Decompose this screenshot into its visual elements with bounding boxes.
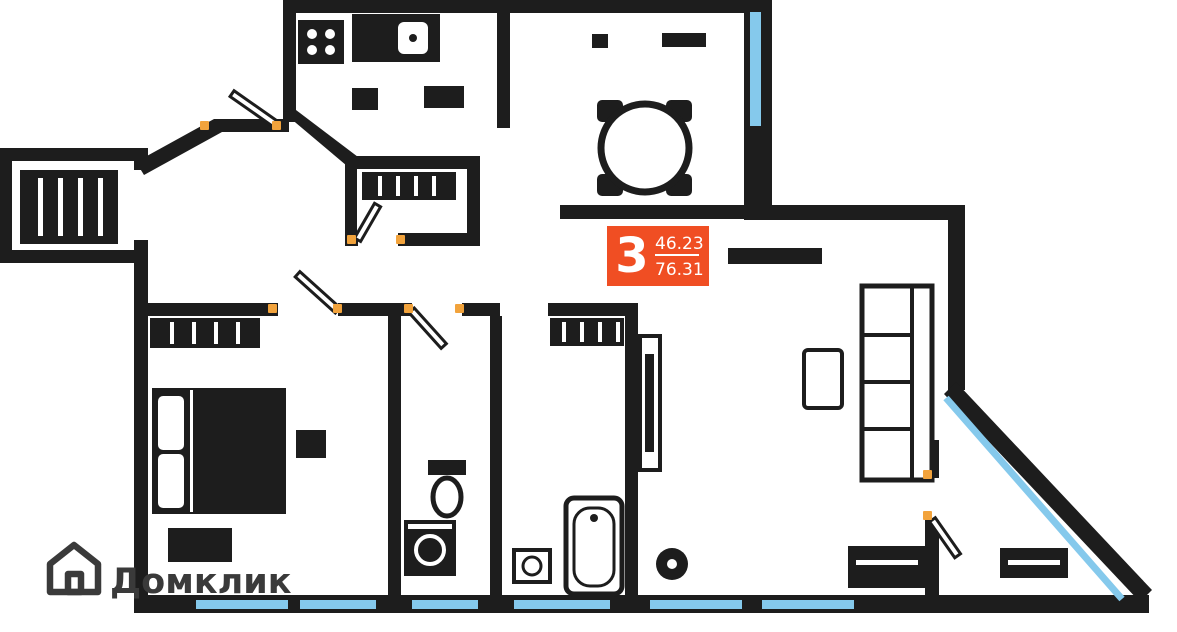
bathroom-cabinet xyxy=(550,318,624,346)
dining-table xyxy=(597,100,693,196)
wall-shelf xyxy=(662,33,706,47)
entry-wardrobe xyxy=(20,170,118,244)
room-count: 3 xyxy=(615,228,648,284)
hall-closet xyxy=(362,172,456,200)
wall-lamp xyxy=(592,34,608,48)
bathtub xyxy=(563,495,625,597)
living-area-value: 46.23 xyxy=(655,234,704,254)
sideboard xyxy=(728,248,822,264)
desk xyxy=(848,546,926,588)
door-markers xyxy=(200,121,932,520)
window-top-right xyxy=(750,12,761,126)
dresser xyxy=(168,528,232,562)
windows xyxy=(196,12,1125,609)
walls xyxy=(0,0,1152,613)
domklik-logo-text: Домклик xyxy=(110,562,292,602)
tv-unit xyxy=(638,334,662,472)
furniture xyxy=(20,14,1068,597)
domklik-logo: Домклик xyxy=(46,541,292,602)
balcony-bench xyxy=(1000,548,1068,578)
window-balcony-diagonal xyxy=(943,395,1125,602)
domklik-house-icon xyxy=(46,541,102,596)
bedroom-wardrobe xyxy=(150,318,260,348)
nightstand xyxy=(296,430,326,458)
sink xyxy=(512,548,552,584)
bed xyxy=(152,388,286,514)
total-area-value: 76.31 xyxy=(655,260,704,280)
washing-machine xyxy=(404,520,456,576)
coffee-table xyxy=(802,348,844,410)
kitchen-counter xyxy=(298,14,464,110)
pouf xyxy=(656,548,688,580)
sofa xyxy=(859,283,935,483)
area-badge: 3 46.23 76.31 xyxy=(607,226,709,286)
toilet xyxy=(428,460,466,519)
badge-divider xyxy=(655,254,699,256)
